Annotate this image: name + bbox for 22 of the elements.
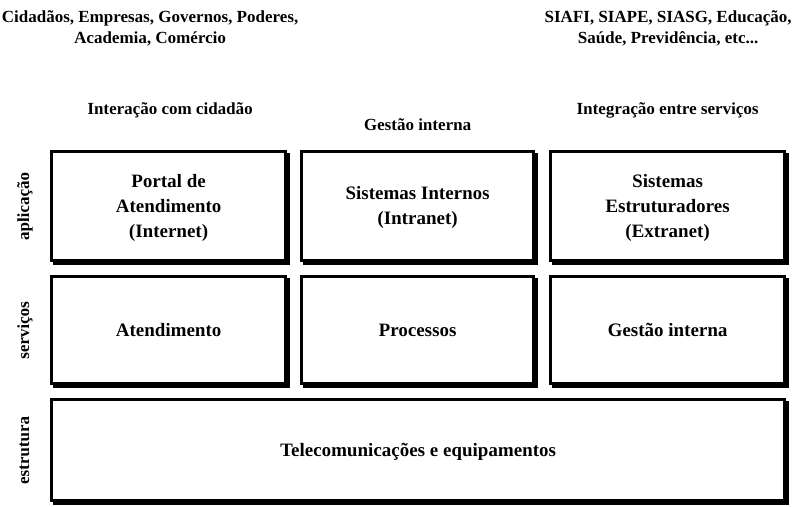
column-heading: Integração entre serviços <box>576 98 760 119</box>
layer-box <box>300 150 535 262</box>
layer-box <box>549 150 786 262</box>
box-label: Sistemas Estruturadores (Extranet) <box>604 170 731 244</box>
layer-box <box>549 275 786 385</box>
column-note: SIAFI, SIAPE, SIASG, Educação, Saúde, Previdência, etc... <box>543 6 793 48</box>
row-label: estrutura <box>13 415 34 486</box>
row-label: serviços <box>13 300 34 361</box>
layer-box <box>50 150 287 262</box>
column-heading: Gestão interna <box>362 114 472 135</box>
column-heading: Interação com cidadão <box>86 98 254 119</box>
box-label: Processos <box>378 318 456 342</box>
box-label: Atendimento <box>116 318 222 342</box>
layer-box <box>50 275 287 385</box>
layer-box <box>300 275 535 385</box>
box-label: Gestão interna <box>608 318 728 342</box>
box-label: Sistemas Internos (Intranet) <box>344 182 491 231</box>
box-label: Telecomunicações e equipamentos <box>280 438 556 462</box>
column-note: Cidadãos, Empresas, Governos, Poderes, Academia, Comércio <box>0 6 300 48</box>
box-label: Portal de Atendimento (Internet) <box>114 170 222 244</box>
infrastructure-box <box>50 398 786 502</box>
row-label: aplicação <box>13 171 34 242</box>
